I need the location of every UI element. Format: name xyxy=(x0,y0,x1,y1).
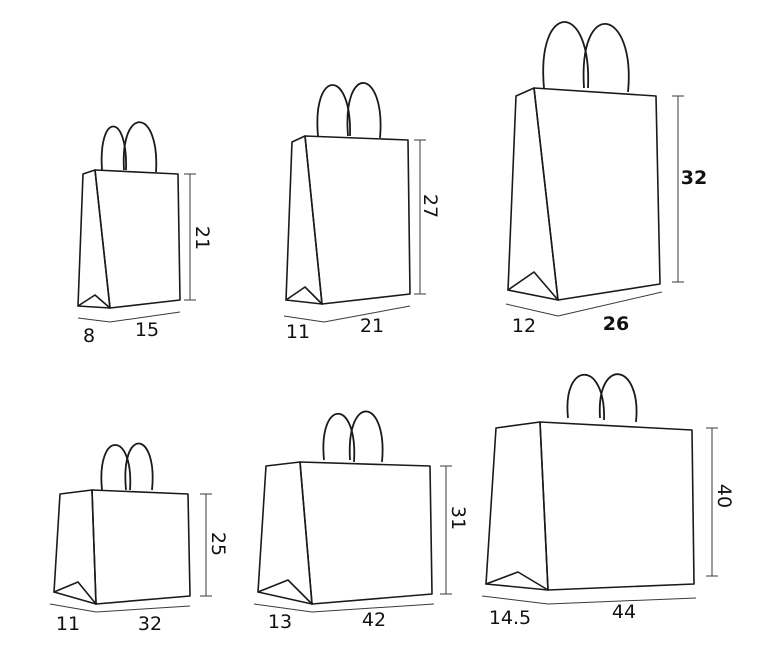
bag-4-handle-left xyxy=(100,444,132,491)
bag-2-side-panel xyxy=(285,135,323,305)
bag-6-handle-left xyxy=(566,374,605,421)
bag-3-front-panel xyxy=(533,87,661,301)
bag-4-front-panel xyxy=(91,489,191,605)
bag-5-height-label: 31 xyxy=(447,506,469,530)
bag-4-width-line xyxy=(95,605,191,613)
bag-6-depth-line xyxy=(481,595,549,605)
bag-1-width-line xyxy=(109,311,181,323)
bag-1-height-label: 21 xyxy=(191,226,213,250)
bag-3-side-panel xyxy=(507,87,559,301)
bag-2-width-label: 21 xyxy=(360,315,384,337)
bag-3-depth-label: 12 xyxy=(512,315,536,337)
bag-4-gusset-fold xyxy=(53,581,97,605)
bag-5-handle-left xyxy=(322,413,356,463)
bag-2-width-line xyxy=(323,305,411,323)
bag-2-front-panel xyxy=(304,135,411,305)
bag-4-side-panel xyxy=(53,489,97,605)
bag-5-width-label: 42 xyxy=(362,609,386,631)
bag-4-depth-label: 11 xyxy=(56,613,80,635)
bag-6-width-label: 44 xyxy=(612,601,636,623)
bag-6-front-panel xyxy=(539,421,695,591)
bag-6-handle-right xyxy=(599,373,638,423)
bag-2-handle-right xyxy=(346,82,382,139)
bag-3-gusset-fold xyxy=(507,271,559,301)
bag-6-side-panel xyxy=(485,421,549,591)
bag-5-side-panel xyxy=(257,461,313,605)
bag-6-height-label: 40 xyxy=(713,484,735,508)
bag-6-width-line xyxy=(547,597,697,605)
bag-3: 32 12 26 xyxy=(505,21,707,337)
bag-4-depth-line xyxy=(49,603,97,613)
bag-2-height-label: 27 xyxy=(419,194,441,218)
bag-3-width-label: 26 xyxy=(603,313,629,335)
bag-1-width-label: 15 xyxy=(135,319,159,341)
bag-5-handle-right xyxy=(348,410,384,463)
bag-3-handle-right xyxy=(582,23,630,93)
bag-4-height-label: 25 xyxy=(207,532,229,556)
bag-2-depth-label: 11 xyxy=(286,321,310,343)
bag-1-depth-line xyxy=(77,317,111,323)
bag-2-depth-line xyxy=(283,315,325,323)
bag-6: 40 14.5 44 xyxy=(481,373,735,629)
bag-3-depth-line xyxy=(505,303,559,317)
bag-5-gusset-fold xyxy=(257,579,313,605)
bag-2-gusset-fold xyxy=(285,286,323,305)
bag-5-depth-label: 13 xyxy=(268,611,292,633)
bag-2-handle-left xyxy=(316,84,351,137)
bag-1-gusset-fold xyxy=(77,294,111,309)
bag-1-side-panel xyxy=(77,169,111,309)
bag-5: 31 13 42 xyxy=(253,410,469,633)
bag-1-depth-label: 8 xyxy=(83,325,95,347)
bag-5-front-panel xyxy=(299,461,433,605)
bag-3-height-label: 32 xyxy=(681,167,707,189)
bag-1-front-panel xyxy=(94,169,181,309)
bag-3-width-line xyxy=(557,291,663,317)
bag-1-handle-left xyxy=(100,125,127,171)
bag-5-width-line xyxy=(311,603,435,613)
bag-3-handle-left xyxy=(542,21,589,89)
bag-4-handle-right xyxy=(124,442,154,491)
bag-6-gusset-fold xyxy=(485,571,549,591)
bag-4-width-label: 32 xyxy=(138,613,162,635)
bag-5-depth-line xyxy=(253,603,313,613)
bag-4: 25 11 32 xyxy=(49,442,229,635)
bag-1-handle-right xyxy=(122,121,158,173)
bag-2: 27 11 21 xyxy=(283,82,441,343)
bag-1: 21 8 15 xyxy=(77,121,213,347)
bag-6-depth-label: 14.5 xyxy=(489,607,531,629)
